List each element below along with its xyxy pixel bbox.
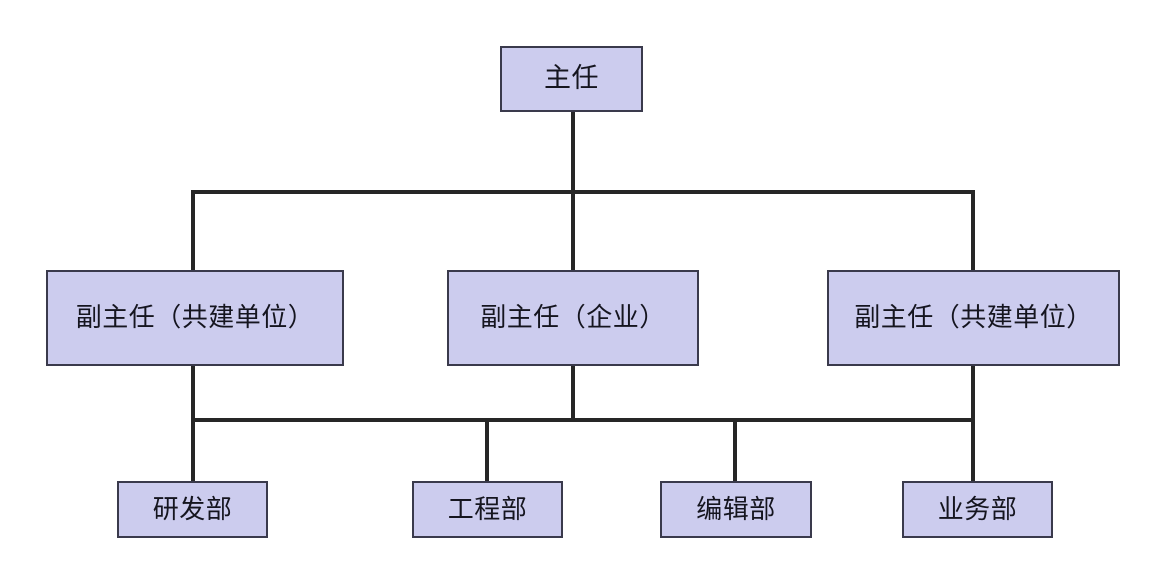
node-vice-director-partner-left[interactable]: 副主任（共建单位） (46, 270, 344, 366)
node-vice-director-enterprise[interactable]: 副主任（企业） (447, 270, 699, 366)
node-director[interactable]: 主任 (500, 46, 643, 112)
node-dept-editorial[interactable]: 编辑部 (660, 481, 812, 538)
node-dept-business-label: 业务部 (937, 493, 1018, 524)
node-dept-business[interactable]: 业务部 (902, 481, 1053, 538)
node-director-label: 主任 (544, 62, 599, 93)
node-vice-director-partner-left-label: 副主任（共建单位） (75, 302, 315, 332)
node-dept-engineering[interactable]: 工程部 (412, 481, 563, 538)
node-dept-rd-label: 研发部 (152, 493, 233, 524)
node-vice-director-partner-right[interactable]: 副主任（共建单位） (827, 270, 1120, 366)
node-vice-director-enterprise-label: 副主任（企业） (480, 302, 666, 332)
node-dept-rd[interactable]: 研发部 (117, 481, 268, 538)
node-dept-engineering-label: 工程部 (447, 493, 528, 524)
node-vice-director-partner-right-label: 副主任（共建单位） (854, 302, 1093, 332)
node-dept-editorial-label: 编辑部 (696, 493, 776, 524)
